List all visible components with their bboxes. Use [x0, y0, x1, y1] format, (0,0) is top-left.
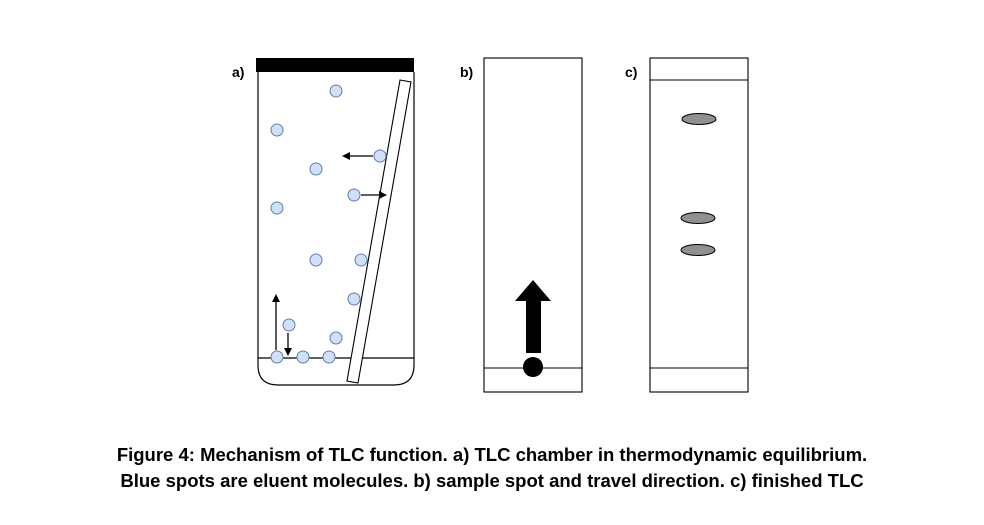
eluent-molecule	[296, 350, 310, 364]
eluent-molecule	[270, 201, 284, 215]
panel-b-label: b)	[460, 64, 473, 80]
arrowhead-left	[342, 152, 350, 160]
caption-line-2: Blue spots are eluent molecules. b) samp…	[120, 470, 864, 491]
chamber-lid	[256, 58, 414, 72]
eluent-molecule	[270, 350, 284, 364]
tlc-plate-c	[649, 57, 749, 393]
arrowhead-right	[379, 191, 387, 199]
arrowhead-down	[284, 348, 292, 356]
eluent-molecule	[347, 188, 361, 202]
arrowhead-up	[272, 294, 280, 302]
caption-line-1: Figure 4: Mechanism of TLC function. a) …	[116, 444, 868, 465]
chamber-walls	[257, 72, 415, 386]
eluent-molecule	[309, 253, 323, 267]
eluent-molecules	[270, 84, 387, 364]
eluent-molecule	[270, 123, 284, 137]
panel-c-plate: c)	[625, 57, 749, 393]
eluent-molecule	[309, 162, 323, 176]
figure-caption: Figure 4: Mechanism of TLC function. a) …	[0, 442, 984, 494]
separated-spot-bottom	[680, 244, 716, 256]
panel-b-plate: b)	[460, 57, 583, 393]
separated-spot-top	[681, 113, 717, 125]
movement-arrows	[272, 152, 387, 356]
tlc-plate-in-chamber	[346, 79, 412, 384]
panel-a-chamber: a)	[232, 58, 415, 386]
panel-a-label: a)	[232, 64, 244, 80]
eluent-molecule	[373, 149, 387, 163]
sample-spot	[523, 357, 543, 377]
eluent-molecule	[322, 350, 336, 364]
eluent-molecule	[347, 292, 361, 306]
separated-spot-middle	[680, 212, 716, 224]
travel-direction-arrow	[515, 280, 551, 353]
panel-c-label: c)	[625, 64, 637, 80]
eluent-molecule	[329, 331, 343, 345]
eluent-molecule	[354, 253, 368, 267]
eluent-molecule	[329, 84, 343, 98]
eluent-molecule	[282, 318, 296, 332]
